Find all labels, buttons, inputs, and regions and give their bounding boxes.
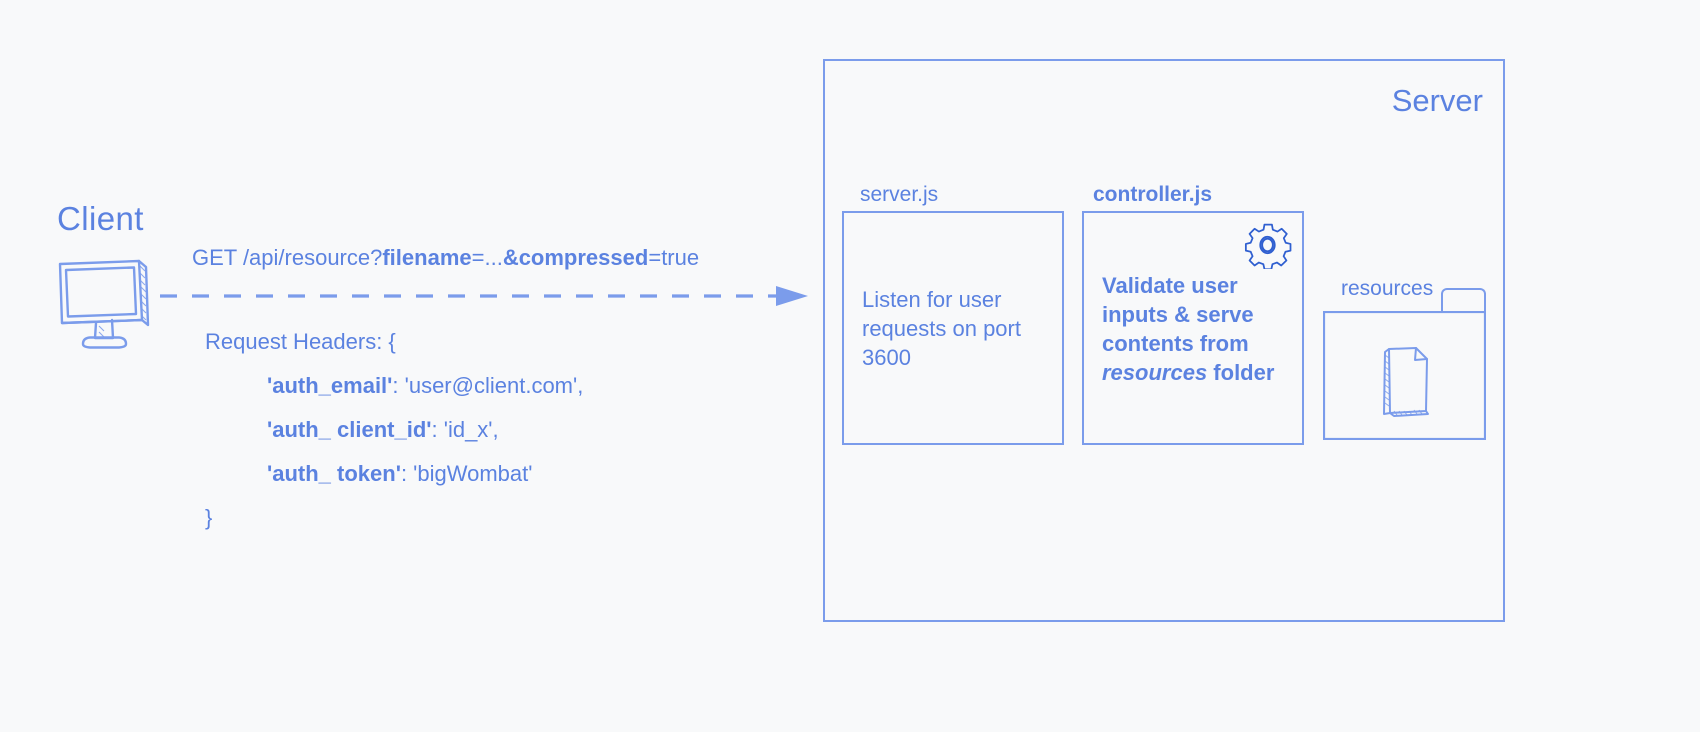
header-row: 'auth_ token': 'bigWombat': [205, 452, 583, 496]
header-sep-2: :: [400, 461, 414, 486]
header-key-0: 'auth_email': [267, 373, 393, 398]
request-get-line: GET /api/resource?filename=...&compresse…: [192, 245, 699, 271]
header-sep-1: :: [431, 417, 444, 442]
controller-body-part1: Validate user inputs & serve contents fr…: [1102, 273, 1254, 356]
controller-body-part2: folder: [1207, 360, 1275, 385]
header-key-1: 'auth_ client_id': [267, 417, 432, 442]
monitor-icon: [55, 258, 155, 358]
get-line-prefix: GET /api/resource?: [192, 245, 383, 270]
get-line-param1-sep: =...: [471, 245, 503, 270]
document-icon: [1380, 345, 1432, 417]
resources-folder: [1322, 310, 1487, 441]
server-js-card: Listen for user requests on port 3600: [842, 211, 1064, 445]
dashed-arrow-right: [160, 285, 812, 307]
controller-js-label: controller.js: [1093, 183, 1213, 206]
header-key-2: 'auth_ token': [267, 461, 401, 486]
client-title: Client: [57, 200, 144, 237]
header-row: 'auth_email': 'user@client.com',: [205, 364, 583, 408]
controller-js-body: Validate user inputs & serve contents fr…: [1102, 271, 1288, 387]
get-line-param2-sep: =: [648, 245, 662, 270]
resources-label: resources: [1341, 277, 1434, 300]
headers-label: Request Headers: {: [205, 329, 396, 354]
gear-icon: [1244, 221, 1292, 271]
server-js-label: server.js: [860, 183, 939, 206]
header-value-2: 'bigWombat': [413, 461, 533, 486]
header-sep-0: :: [392, 373, 405, 398]
get-line-param2-key: &compressed: [502, 245, 649, 270]
server-js-body: Listen for user requests on port 3600: [862, 287, 1021, 370]
headers-close-brace: }: [205, 505, 213, 530]
server-title: Server: [1391, 83, 1483, 118]
controller-js-card: Validate user inputs & serve contents fr…: [1082, 211, 1304, 445]
header-value-1: 'id_x',: [443, 417, 499, 442]
header-row: 'auth_ client_id': 'id_x',: [205, 408, 583, 452]
get-line-param1-key: filename: [382, 245, 472, 270]
request-headers-block: Request Headers: { 'auth_email': 'user@c…: [205, 320, 583, 540]
header-value-0: 'user@client.com',: [404, 373, 584, 398]
controller-body-emphasis: resources: [1102, 360, 1208, 385]
get-line-param2-value: true: [661, 245, 700, 270]
folder-tab: [1441, 288, 1486, 314]
